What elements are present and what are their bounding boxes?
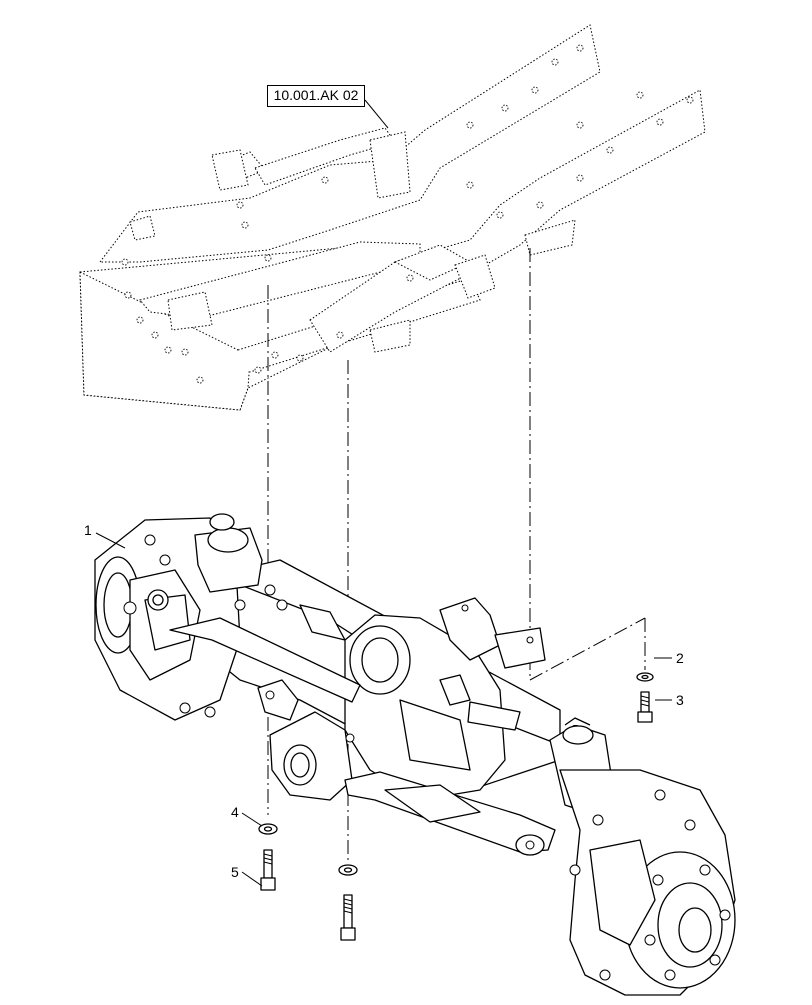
callout-5: 5 [231,864,239,880]
callout-4: 4 [231,804,239,820]
bolt-center [340,894,356,941]
reference-leader [364,99,389,129]
bolt-right [637,691,653,723]
callout-1: 1 [84,522,92,538]
front-axle-assembly [94,513,736,996]
callout-3: 3 [676,692,684,708]
left-hub-bolts [123,534,288,718]
washer-left [258,823,278,835]
frame-left-rail [98,24,601,263]
right-hub-bolts [569,789,731,981]
fasteners [258,672,654,941]
washer-right [636,672,654,682]
frame-right-rail [309,89,706,353]
callout-leaders [95,532,672,887]
washer-center [338,864,358,876]
callout-2: 2 [676,650,684,666]
steering-cylinder-upper [169,617,361,703]
frame-holes [121,44,694,384]
chassis-frame [79,24,706,411]
bolt-left [260,849,276,891]
reference-label[interactable]: 10.001.AK 02 [267,85,365,107]
